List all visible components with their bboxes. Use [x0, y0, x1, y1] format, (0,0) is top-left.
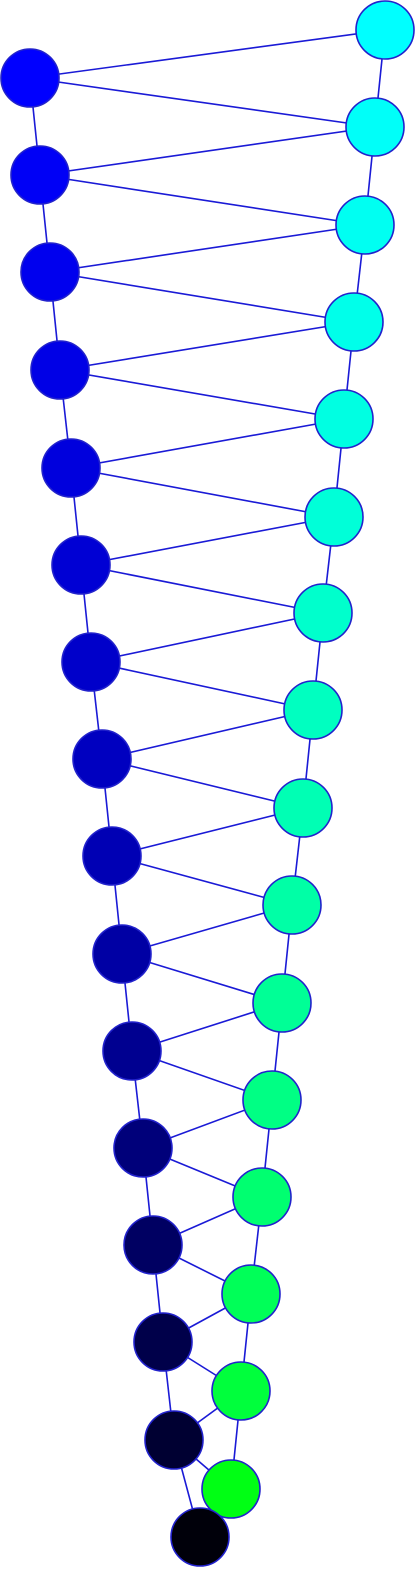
graph-edge	[70, 467, 335, 518]
graph-edge	[39, 126, 376, 176]
graph-node-left-l6	[61, 632, 121, 692]
graph-node-left-l9	[92, 924, 152, 984]
graph-edge	[29, 29, 386, 79]
graph-node-right-r11	[242, 1070, 302, 1130]
edges-layer	[29, 29, 386, 1538]
graph-node-left-l8	[82, 826, 142, 886]
graph-edge	[29, 77, 376, 128]
graph-node-left-l7	[72, 729, 132, 789]
graph-edge	[111, 855, 293, 906]
graph-node-right-r2	[335, 195, 395, 255]
graph-edge	[111, 807, 304, 857]
graph-node-left-l15	[170, 1507, 230, 1567]
graph-node-right-r14	[211, 1361, 271, 1421]
graph-edge	[90, 661, 314, 711]
graph-edge	[70, 418, 345, 469]
graph-node-right-r5	[304, 487, 364, 547]
graph-edge	[49, 271, 355, 323]
graph-node-left-l4	[41, 438, 101, 498]
graph-node-left-l10	[102, 1021, 162, 1081]
graph-edge	[49, 224, 366, 273]
graph-edge	[90, 612, 324, 663]
graph-node-left-l2	[20, 242, 80, 302]
graph-node-left-l1	[10, 145, 70, 205]
graph-node-right-r12	[232, 1167, 292, 1227]
graph-node-right-r6	[293, 583, 353, 643]
graph-node-left-l13	[133, 1312, 193, 1372]
graph-node-left-l12	[123, 1215, 183, 1275]
graph-edge	[80, 516, 335, 566]
graph-edge	[59, 369, 345, 420]
graph-node-right-r8	[273, 778, 333, 838]
graph-edge	[39, 174, 366, 226]
graph-node-left-l3	[30, 340, 90, 400]
graph-node-right-r4	[314, 389, 374, 449]
graph-edge	[80, 564, 324, 614]
graph-node-right-r1	[345, 97, 405, 157]
graph-node-left-l14	[144, 1410, 204, 1470]
graph-node-right-r9	[262, 875, 322, 935]
graph-node-left-l0	[0, 48, 60, 108]
graph-node-right-r10	[252, 973, 312, 1033]
graph-node-right-r3	[324, 292, 384, 352]
graph-edge	[59, 321, 355, 371]
graph-node-right-r15	[201, 1459, 261, 1519]
graph-edge	[101, 758, 304, 809]
graph-node-left-l11	[113, 1118, 173, 1178]
graph-edge	[101, 709, 314, 760]
graph-node-right-r0	[355, 0, 415, 60]
graph-node-right-r7	[283, 680, 343, 740]
graph-node-left-l5	[51, 535, 111, 595]
graph-node-right-r13	[221, 1264, 281, 1324]
